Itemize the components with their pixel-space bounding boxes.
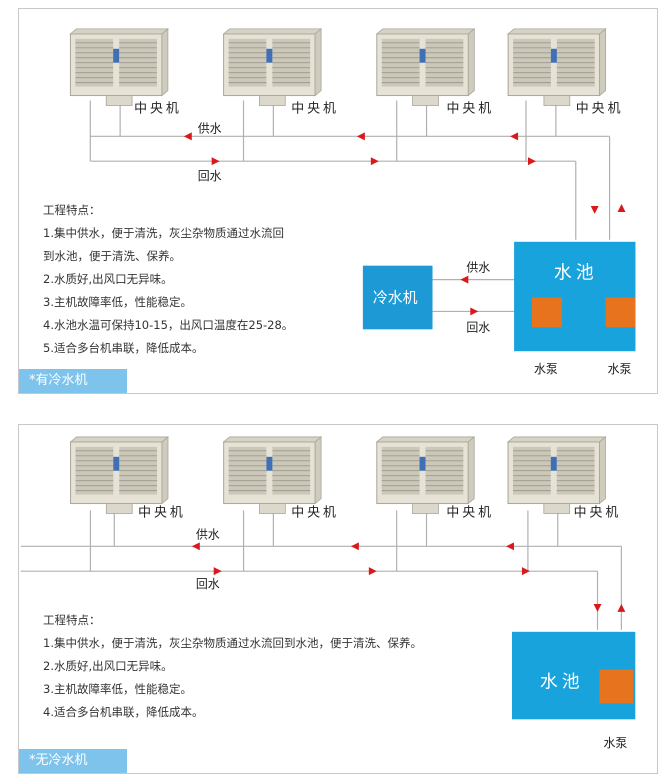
feature-item: 到水池，便于清洗、保养。 xyxy=(43,249,181,263)
return-arrow xyxy=(521,567,530,576)
return-label: 回水 xyxy=(198,169,222,183)
chiller-supply-arrow xyxy=(460,275,469,284)
supply-arrow xyxy=(510,132,519,141)
unit-label: 中央机 xyxy=(138,505,186,520)
panel-without-chiller: 中央机 中央机 中央机 中央机 供水 回水 水池 水泵 工程特点： 1.集中供水… xyxy=(18,424,658,774)
feature-item: 2.水质好,出风口无异味。 xyxy=(43,659,173,673)
chiller-supply-label: 供水 xyxy=(466,261,490,275)
air-cooler-unit-icon xyxy=(376,28,475,106)
supply-arrow xyxy=(183,132,192,141)
feature-item: 1.集中供水，便于清洗，灰尘杂物质通过水流回到水池，便于清洗、保养。 xyxy=(43,636,422,650)
feature-item: 4.水池水温可保持10-15，出风口温度在25-28。 xyxy=(43,318,294,332)
unit-label: 中央机 xyxy=(291,505,339,520)
chiller-return-arrow xyxy=(470,307,479,316)
up-arrow xyxy=(617,203,626,212)
air-cooler-unit-icon xyxy=(376,436,475,514)
water-tank xyxy=(514,241,636,352)
supply-arrow xyxy=(350,542,359,551)
return-arrow xyxy=(370,157,379,166)
feature-item: 1.集中供水，便于清洗，灰尘杂物质通过水流回 xyxy=(43,226,284,240)
supply-label: 供水 xyxy=(198,121,222,135)
panel-tag: *有冷水机 xyxy=(19,369,127,393)
unit-label: 中央机 xyxy=(446,505,494,520)
air-cooler-unit-icon xyxy=(70,436,169,514)
return-arrow xyxy=(213,567,222,576)
feature-item: 3.主机故障率低，性能稳定。 xyxy=(43,295,192,309)
unit-label: 中央机 xyxy=(134,101,182,116)
system-diagram-without-chiller: 中央机 中央机 中央机 中央机 供水 回水 水池 水泵 xyxy=(20,436,636,750)
features-list: 工程特点： 1.集中供水，便于清洗，灰尘杂物质通过水流回到水池，便于清洗、保养。… xyxy=(43,609,422,724)
pump-icon xyxy=(531,297,562,328)
chiller-label: 冷水机 xyxy=(373,288,418,306)
feature-item: 3.主机故障率低，性能稳定。 xyxy=(43,682,192,696)
pump-label: 水泵 xyxy=(608,362,632,376)
down-arrow xyxy=(593,603,602,612)
feature-item: 2.水质好,出风口无异味。 xyxy=(43,272,173,286)
tank-label: 水池 xyxy=(540,671,584,692)
panel-tag: *无冷水机 xyxy=(19,749,127,773)
features-title: 工程特点： xyxy=(43,613,101,627)
air-cooler-unit-icon xyxy=(507,28,607,106)
supply-arrow xyxy=(506,542,514,551)
features-title: 工程特点： xyxy=(43,203,101,217)
air-cooler-unit-icon xyxy=(223,436,322,514)
down-arrow xyxy=(590,205,599,214)
unit-label: 中央机 xyxy=(574,505,622,520)
return-arrow xyxy=(211,157,220,166)
system-diagram-with-chiller: 中央机 中央机 中央机 中央机 供水 回水 水池 水泵 水泵 冷水机 供水 回水 xyxy=(69,28,636,376)
pump-label: 水泵 xyxy=(534,362,558,376)
panel-with-chiller: 中央机 中央机 中央机 中央机 供水 回水 水池 水泵 水泵 冷水机 供水 回水… xyxy=(18,8,658,394)
return-arrow xyxy=(368,567,377,576)
return-arrow xyxy=(528,157,536,166)
air-cooler-unit-icon xyxy=(69,28,169,106)
air-cooler-unit-icon xyxy=(223,28,322,106)
air-cooler-unit-icon xyxy=(507,436,606,514)
unit-label: 中央机 xyxy=(446,101,494,116)
tank-label: 水池 xyxy=(554,263,598,284)
return-label: 回水 xyxy=(196,577,220,591)
supply-arrow xyxy=(356,132,365,141)
pump-icon xyxy=(605,297,636,328)
unit-label: 中央机 xyxy=(291,101,339,116)
pump-icon xyxy=(599,669,634,704)
chiller-return-label: 回水 xyxy=(466,320,490,334)
chiller xyxy=(362,265,433,330)
features-list: 工程特点： 1.集中供水，便于清洗，灰尘杂物质通过水流回 到水池，便于清洗、保养… xyxy=(43,199,293,360)
feature-item: 4.适合多台机串联，降低成本。 xyxy=(43,705,204,719)
supply-label: 供水 xyxy=(196,527,220,541)
pump-label: 水泵 xyxy=(603,736,627,750)
unit-label: 中央机 xyxy=(576,101,624,116)
feature-item: 5.适合多台机串联，降低成本。 xyxy=(43,341,204,355)
up-arrow xyxy=(617,603,626,612)
supply-arrow xyxy=(191,542,200,551)
